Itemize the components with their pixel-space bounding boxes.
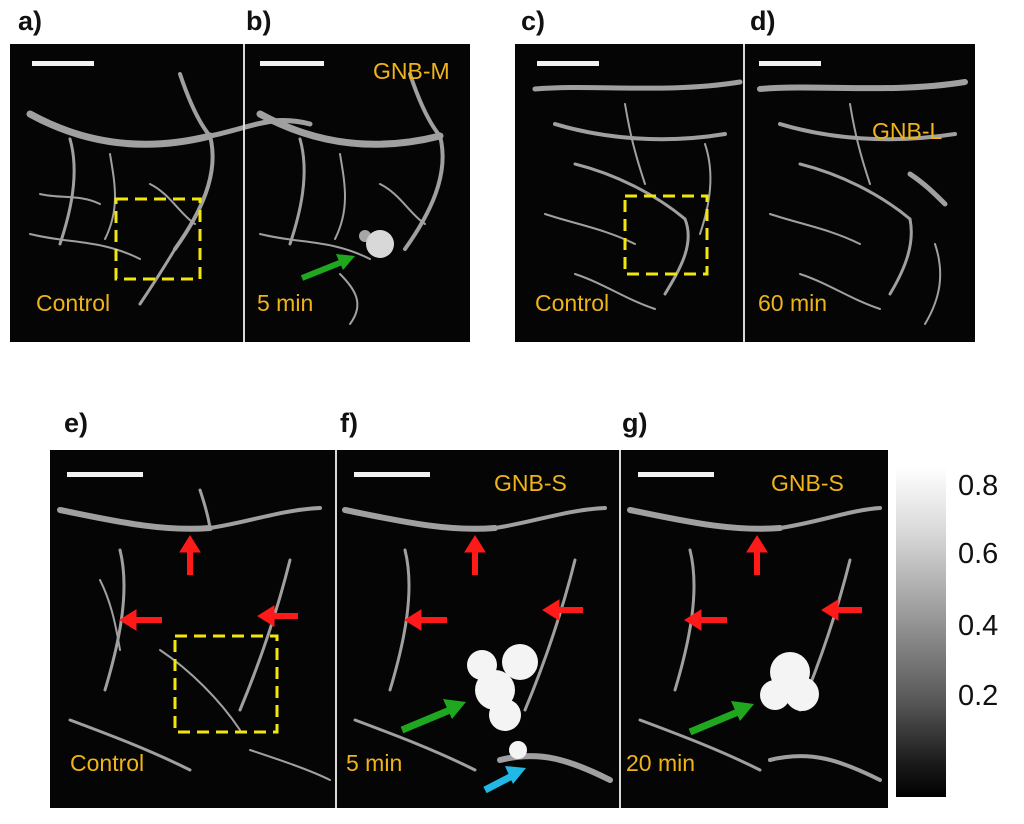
roi-box-c xyxy=(623,194,709,276)
panel-label-f: f) xyxy=(340,408,358,438)
vessel-image-cd xyxy=(532,79,968,325)
time-label-e: Control xyxy=(70,750,145,776)
vessel-image-efg xyxy=(57,488,882,794)
colorbar-tick: 0.2 xyxy=(958,680,999,712)
panel-divider xyxy=(243,44,245,342)
agent-label-g: GNB-S xyxy=(771,470,844,496)
panel-label-a: a) xyxy=(18,6,43,36)
panel-divider xyxy=(335,450,337,808)
panel-divider xyxy=(619,450,621,808)
image-frame-cd: GNB-L Control 60 min xyxy=(515,44,975,342)
colorbar-tick: 0.8 xyxy=(958,470,999,502)
panel-label-d: d) xyxy=(750,6,776,36)
vessel-image-ab xyxy=(26,72,445,325)
scale-bar xyxy=(67,472,143,477)
panel-divider xyxy=(743,44,745,342)
panel-label-g: g) xyxy=(622,408,648,438)
arrow-red-f xyxy=(404,535,583,631)
panel-label-b: b) xyxy=(246,6,272,36)
image-frame-efg: GNB-S GNB-S Control 5 min 20 min xyxy=(50,450,888,808)
panel-label-e: e) xyxy=(64,408,89,438)
agent-label-b: GNB-M xyxy=(373,58,450,84)
scale-bar xyxy=(260,61,324,66)
time-label-f: 5 min xyxy=(346,750,403,776)
agent-label-f: GNB-S xyxy=(494,470,567,496)
arrow-red-g xyxy=(684,535,862,631)
time-label-b: 5 min xyxy=(257,290,314,316)
image-frame-ab: GNB-M Control 5 min xyxy=(10,44,470,342)
time-label-a: Control xyxy=(36,290,111,316)
scale-bar xyxy=(759,61,821,66)
scale-bar xyxy=(638,472,714,477)
arrow-green-b xyxy=(300,254,355,281)
time-label-g: 20 min xyxy=(626,750,696,776)
scale-bar xyxy=(537,61,599,66)
colorbar-tick: 0.4 xyxy=(958,610,999,642)
roi-box-e xyxy=(173,634,279,734)
arrow-red-e xyxy=(119,535,298,631)
time-label-d: 60 min xyxy=(758,290,828,316)
arrow-cyan-f xyxy=(483,766,526,794)
time-label-c: Control xyxy=(535,290,610,316)
arrow-green-f xyxy=(400,699,466,734)
panel-label-c: c) xyxy=(521,6,546,36)
arrow-green-g xyxy=(688,701,754,736)
roi-box-a xyxy=(114,197,202,281)
scale-bar xyxy=(354,472,430,477)
colorbar xyxy=(896,467,946,797)
scale-bar xyxy=(32,61,94,66)
agent-label-d: GNB-L xyxy=(872,118,943,144)
colorbar-tick: 0.6 xyxy=(958,538,999,570)
